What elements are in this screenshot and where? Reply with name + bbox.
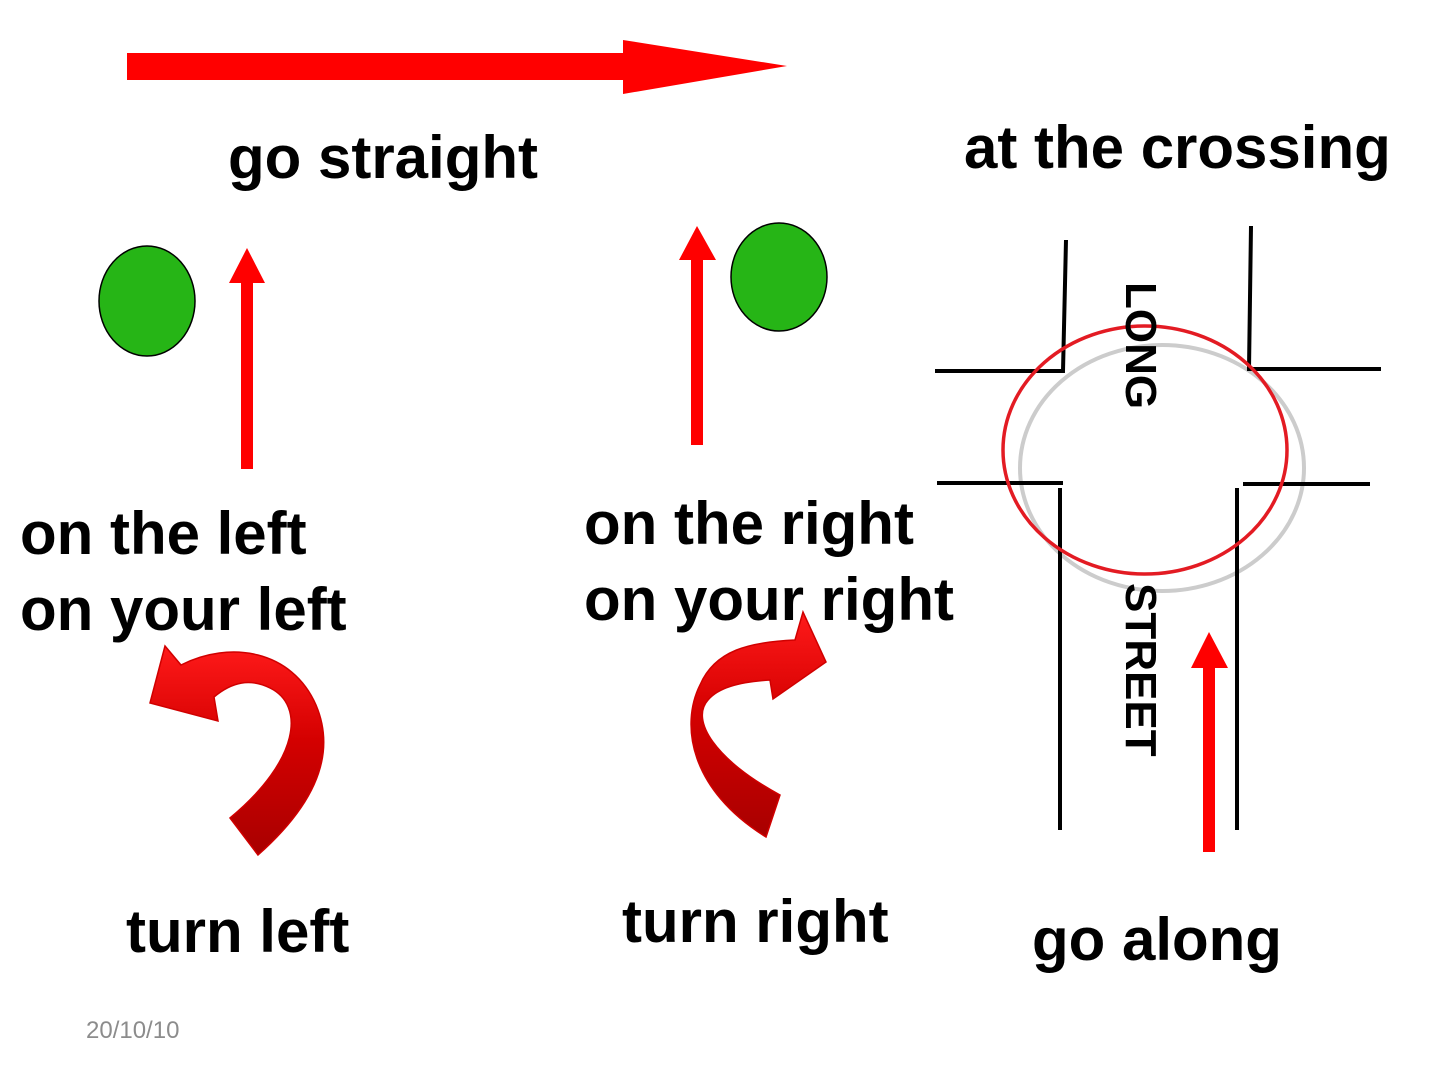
go-along-arrow-icon [1191,632,1228,852]
turn-right-curved-arrow-icon [690,609,827,839]
label-turn-left: turn left [126,898,350,965]
label-go-along: go along [1032,906,1282,973]
go-straight-arrow-icon [127,40,787,94]
street-name-long: LONG [1116,282,1165,409]
label-turn-right: turn right [622,888,889,955]
label-at-the-crossing: at the crossing [964,114,1391,181]
label-group-left: on the left on your left [20,496,347,648]
crossing-highlight-circle [1001,324,1289,576]
street-name-street: STREET [1116,583,1165,757]
label-group-right: on the right on your right [584,486,954,638]
crossing-shadow-circle [1018,343,1306,593]
crossing-map: LONG STREET [935,225,1381,852]
right-up-arrow-icon [679,226,716,445]
label-on-the-left: on the left [20,500,307,567]
label-on-your-right: on your right [584,566,954,633]
label-on-the-right: on the right [584,490,914,557]
turn-left-curved-arrow-icon [149,644,325,857]
left-up-arrow-icon [229,248,265,469]
slide-date: 20/10/10 [86,1017,180,1044]
road-edge-upper-right [1246,225,1381,371]
label-go-straight: go straight [228,124,538,191]
right-green-circle-icon [730,222,828,332]
road-edge-upper-left [935,239,1068,373]
left-green-circle-icon [98,245,196,357]
label-on-your-left: on your left [20,576,347,643]
